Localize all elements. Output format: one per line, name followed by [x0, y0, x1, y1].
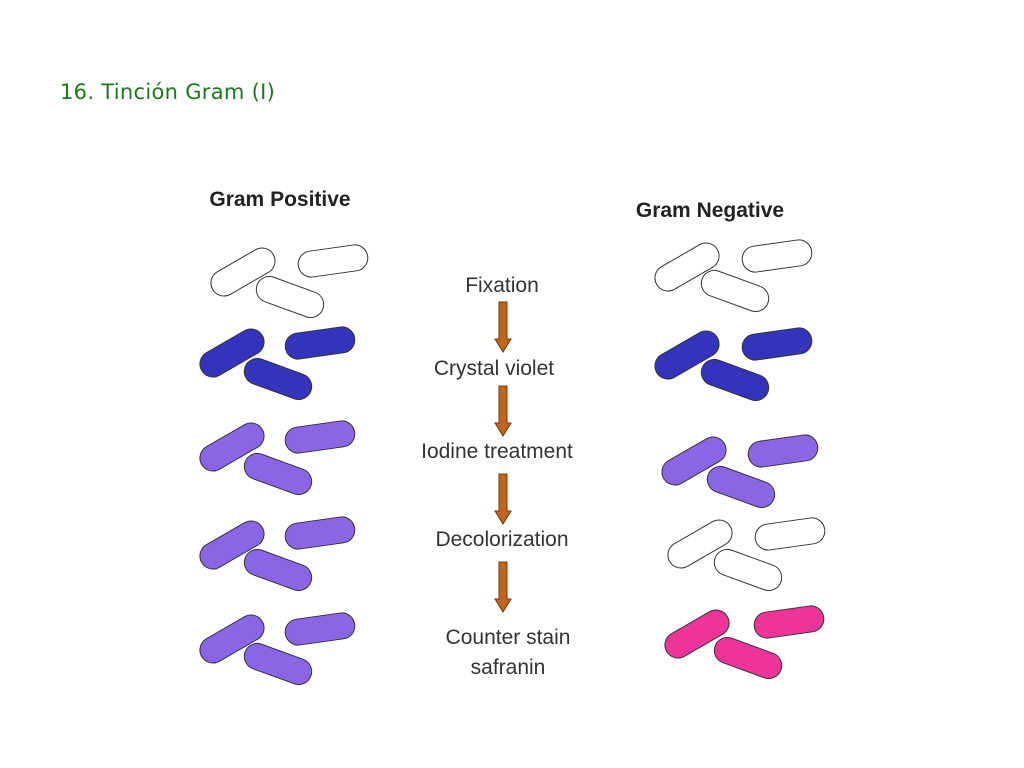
gram-negative-bacterium-step-3 — [661, 436, 727, 486]
gram-positive-bacterium-step-1 — [210, 247, 276, 297]
gram-positive-bacterium-step-4 — [243, 548, 313, 592]
gram-positive-bacterium-step-3 — [284, 420, 356, 454]
step-decolorization: Decolorization — [435, 528, 568, 551]
gram-negative-bacterium-step-2 — [741, 327, 813, 361]
step-safranin: safranin — [471, 656, 546, 679]
gram-positive-bacterium-step-2 — [243, 357, 313, 401]
gram-negative-bacterium-step-4 — [667, 519, 733, 569]
step-labels: Fixation Crystal violet Iodine treatment… — [421, 274, 573, 679]
gram-positive-bacterium-step-1 — [297, 244, 369, 278]
gram-negative-bacterium-step-3 — [706, 465, 776, 509]
gram-negative-bacterium-step-1 — [741, 239, 813, 273]
gram-negative-cells — [654, 239, 826, 680]
gram-negative-heading: Gram Negative — [636, 199, 784, 222]
down-arrow-icon — [494, 385, 512, 437]
gram-negative-bacterium-step-5 — [713, 636, 783, 680]
step-fixation: Fixation — [465, 274, 539, 297]
gram-positive-bacterium-step-5 — [243, 642, 313, 686]
step-crystal-violet: Crystal violet — [434, 357, 554, 380]
step-iodine-treatment: Iodine treatment — [421, 440, 573, 463]
gram-negative-bacterium-step-4 — [713, 548, 783, 592]
down-arrow-icon — [494, 561, 512, 613]
gram-positive-bacterium-step-2 — [284, 326, 356, 360]
step-counter-stain: Counter stain — [446, 626, 571, 649]
gram-positive-heading: Gram Positive — [209, 188, 350, 211]
gram-positive-bacterium-step-4 — [199, 520, 265, 570]
down-arrow-icon — [494, 301, 512, 353]
gram-positive-bacterium-step-5 — [284, 612, 356, 646]
step-arrows — [494, 301, 512, 613]
gram-positive-cells — [199, 244, 369, 686]
gram-negative-bacterium-step-5 — [664, 609, 730, 659]
gram-negative-bacterium-step-4 — [754, 517, 826, 551]
gram-negative-bacterium-step-3 — [747, 434, 819, 468]
gram-positive-bacterium-step-2 — [199, 328, 265, 378]
slide-title: 16. Tinción Gram (I) — [60, 80, 276, 104]
gram-negative-bacterium-step-1 — [654, 242, 720, 292]
gram-negative-bacterium-step-1 — [700, 269, 770, 313]
gram-positive-bacterium-step-1 — [255, 275, 325, 319]
gram-positive-bacterium-step-3 — [199, 422, 265, 472]
gram-negative-bacterium-step-2 — [700, 358, 770, 402]
gram-negative-bacterium-step-2 — [654, 330, 720, 380]
gram-positive-bacterium-step-5 — [199, 614, 265, 664]
down-arrow-icon — [494, 473, 512, 525]
gram-negative-bacterium-step-5 — [753, 605, 825, 639]
gram-positive-bacterium-step-4 — [284, 516, 356, 550]
gram-positive-bacterium-step-3 — [243, 452, 313, 496]
